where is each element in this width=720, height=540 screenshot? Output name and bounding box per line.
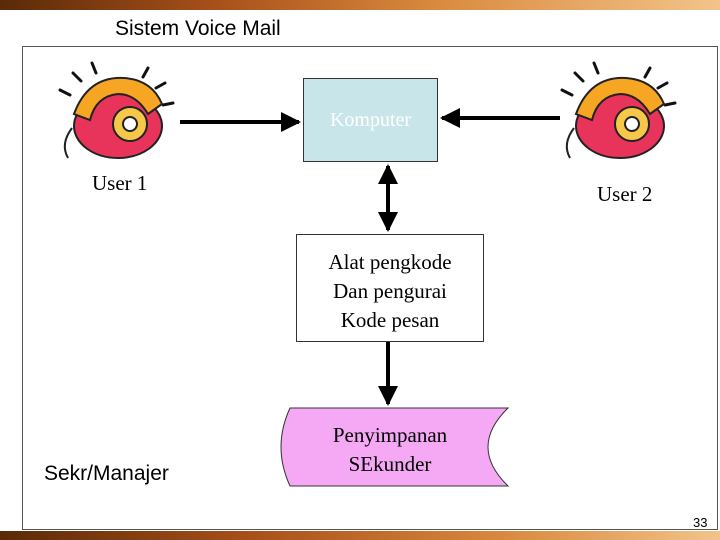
telephone-icon <box>560 61 677 159</box>
storage-shape <box>280 407 510 487</box>
encoder-label-line-1: Alat pengkode <box>328 250 452 274</box>
komputer-label: Komputer <box>329 108 412 131</box>
footer-bar <box>0 531 720 540</box>
encoder-label-line-2: Dan pengurai <box>333 279 447 303</box>
sekr-manajer-label: Sekr/Manajer <box>44 462 169 485</box>
header-bar <box>0 0 720 10</box>
diagram-frame <box>22 46 718 530</box>
encoder-label-line-3: Kode pesan <box>340 308 440 332</box>
telephone-icon <box>58 61 175 159</box>
slide-title: Sistem Voice Mail <box>115 17 281 40</box>
storage-label-line-2: SEkunder <box>348 452 432 476</box>
storage-label-line-1: Penyimpanan <box>332 423 448 447</box>
user1-label: User 1 <box>92 171 148 195</box>
user2-label: User 2 <box>597 182 653 206</box>
encoder-decoder-box: Alat pengkode Dan pengurai Kode pesan <box>296 234 484 342</box>
page-number: 33 <box>693 515 708 530</box>
komputer-box: Komputer <box>303 78 438 162</box>
